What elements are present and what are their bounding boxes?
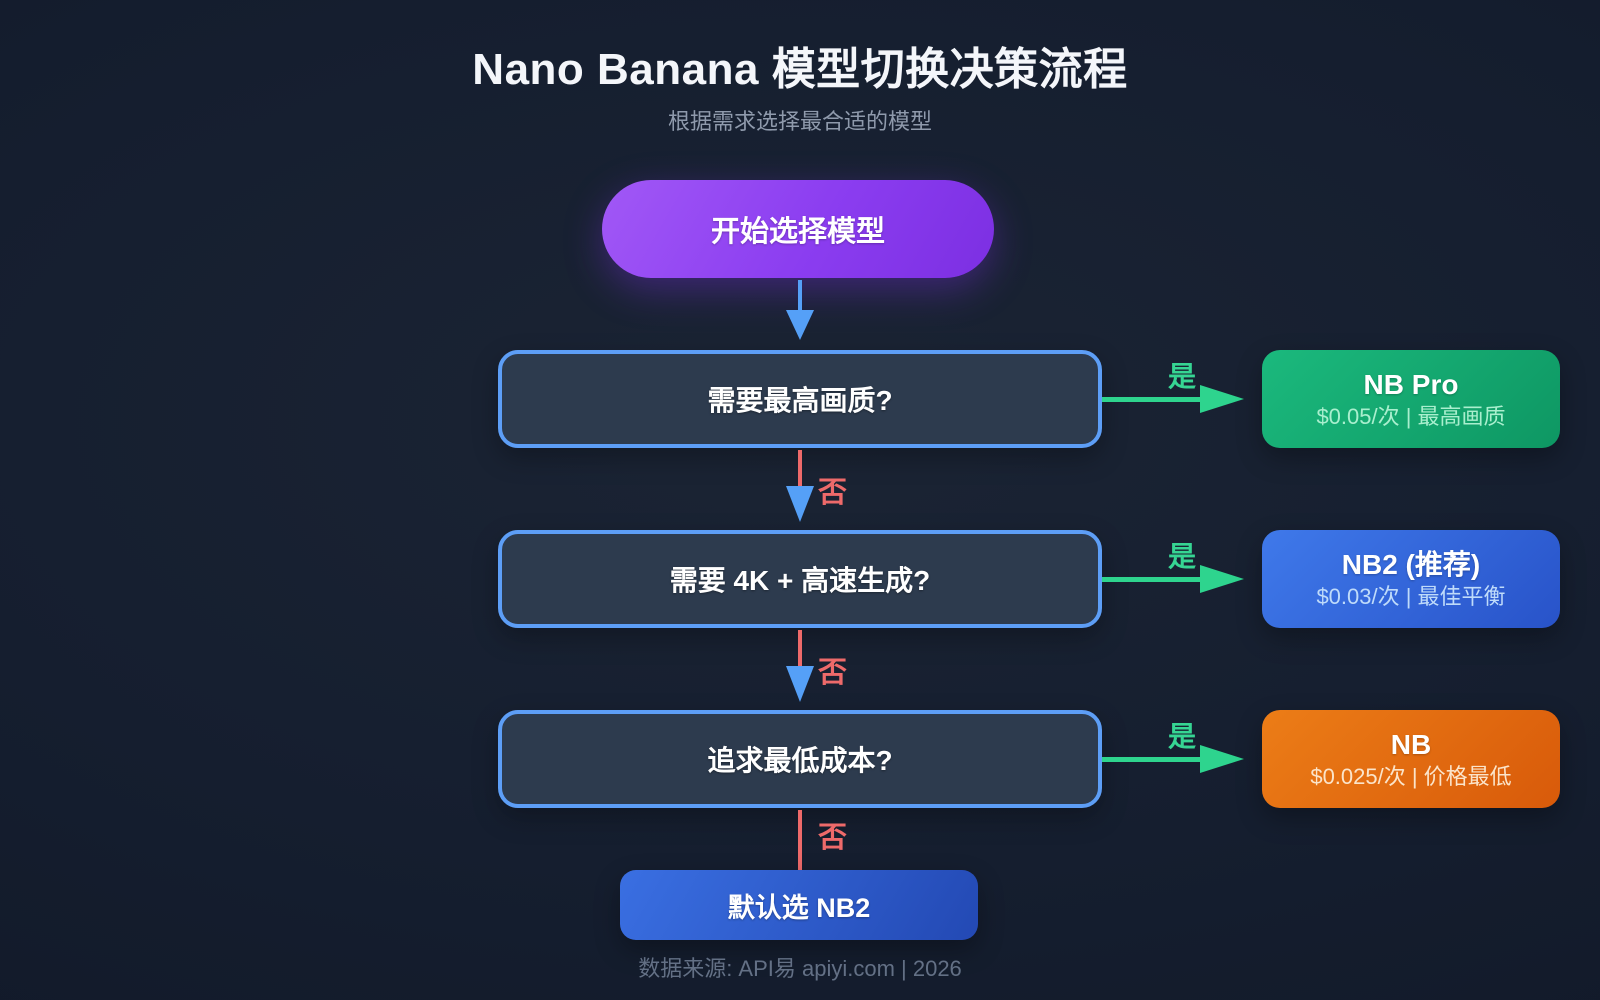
arrow-down-icon bbox=[786, 666, 814, 702]
result-name: NB bbox=[1390, 728, 1432, 760]
no-arrow-line-1 bbox=[798, 450, 802, 486]
decision-node-lowest-cost: 追求最低成本? bbox=[498, 710, 1102, 808]
yes-arrow-line-1 bbox=[1102, 397, 1204, 402]
result-detail: $0.05/次 | 最高画质 bbox=[1316, 403, 1506, 429]
source-caption: 数据来源: API易 apiyi.com | 2026 bbox=[638, 956, 962, 981]
result-box-nb-pro: NB Pro $0.05/次 | 最高画质 bbox=[1262, 350, 1560, 448]
yes-label-1: 是 bbox=[1167, 361, 1196, 392]
start-arrow-line bbox=[798, 280, 802, 310]
yes-arrow-line-2 bbox=[1102, 577, 1204, 582]
decision-node-4k-speed: 需要 4K + 高速生成? bbox=[498, 530, 1102, 628]
default-node: 默认选 NB2 bbox=[620, 870, 978, 940]
no-label-1: 否 bbox=[818, 477, 848, 509]
arrow-down-icon bbox=[786, 310, 814, 340]
yes-label-3: 是 bbox=[1167, 721, 1196, 752]
arrow-right-icon bbox=[1200, 745, 1244, 773]
arrow-right-icon bbox=[1200, 385, 1244, 413]
no-arrow-line-2 bbox=[798, 630, 802, 666]
result-box-nb: NB $0.025/次 | 价格最低 bbox=[1262, 710, 1560, 808]
yes-label-2: 是 bbox=[1167, 541, 1196, 572]
arrow-right-icon bbox=[1200, 565, 1244, 593]
no-arrow-line-3 bbox=[798, 810, 802, 870]
page-title: Nano Banana 模型切换决策流程 bbox=[472, 45, 1128, 94]
page-subtitle: 根据需求选择最合适的模型 bbox=[667, 109, 932, 134]
yes-arrow-line-3 bbox=[1102, 757, 1204, 762]
arrow-down-icon bbox=[786, 486, 814, 522]
no-label-3: 否 bbox=[818, 822, 848, 854]
no-label-2: 否 bbox=[818, 657, 848, 689]
result-box-nb2: NB2 (推荐) $0.03/次 | 最佳平衡 bbox=[1262, 530, 1560, 628]
result-name: NB Pro bbox=[1363, 368, 1459, 400]
decision-node-quality: 需要最高画质? bbox=[498, 350, 1102, 448]
result-detail: $0.03/次 | 最佳平衡 bbox=[1316, 583, 1506, 609]
start-node: 开始选择模型 bbox=[602, 180, 994, 278]
result-name: NB2 (推荐) bbox=[1341, 548, 1481, 580]
result-detail: $0.025/次 | 价格最低 bbox=[1310, 763, 1512, 789]
